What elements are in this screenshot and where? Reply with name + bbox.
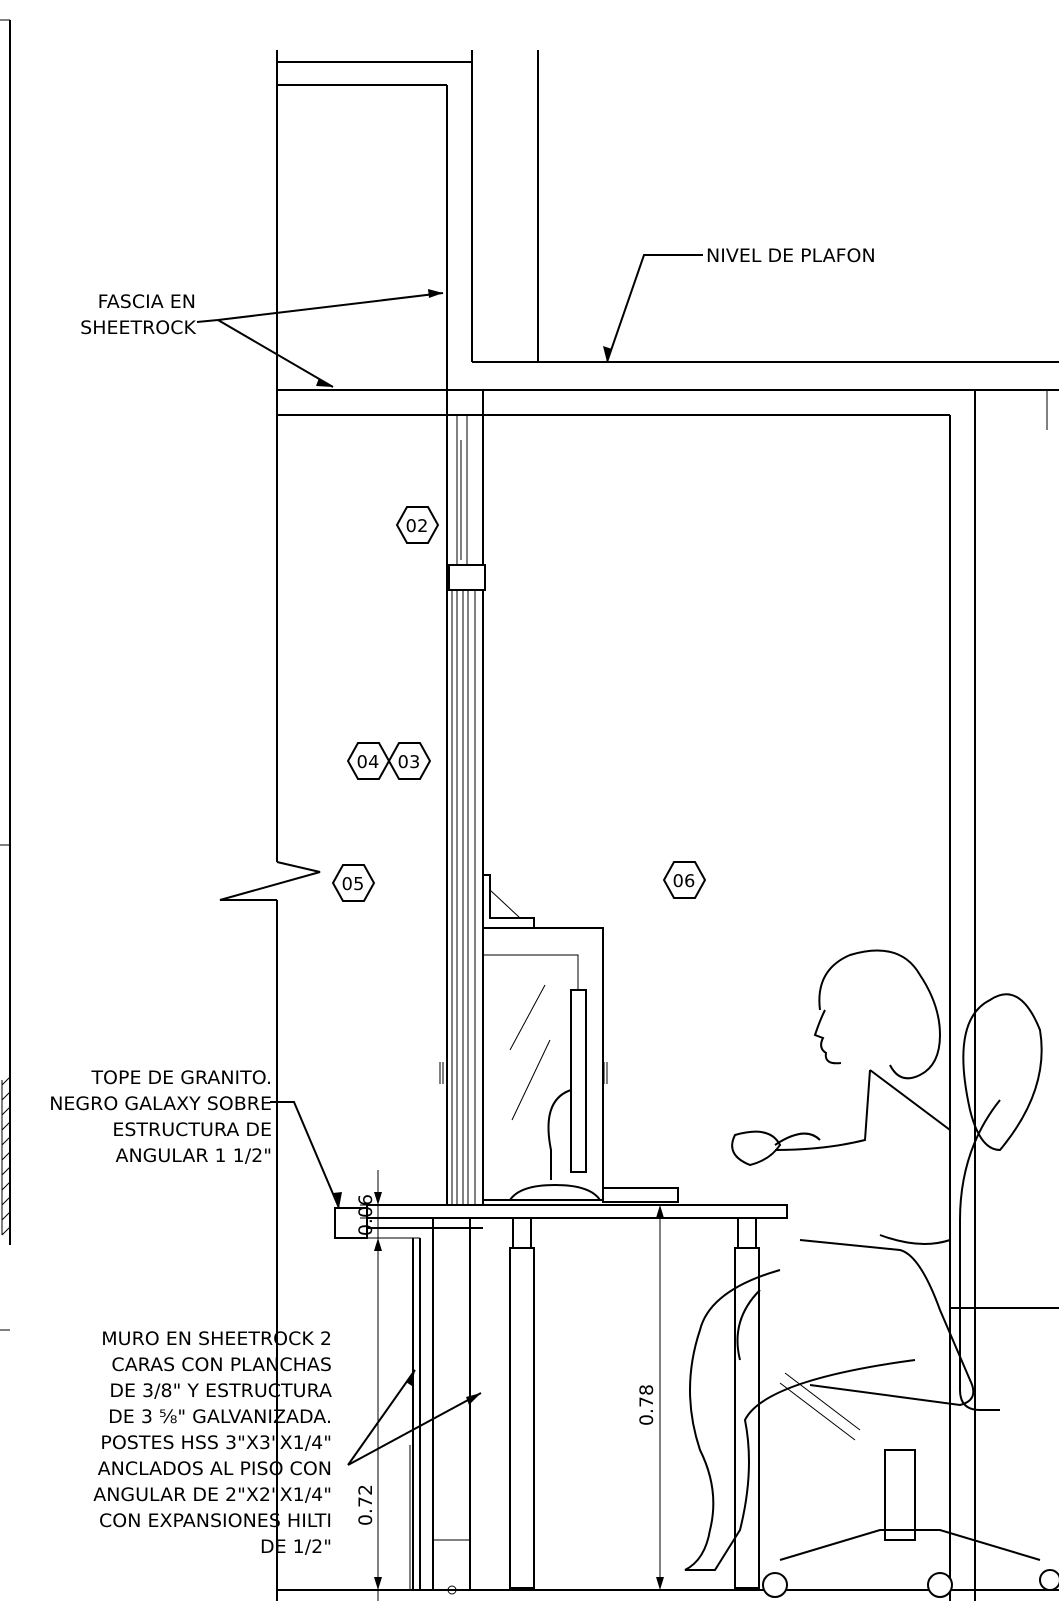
hex-tag-label: 04 [357,752,380,773]
hex-tag-label: 02 [406,516,429,537]
leader-lines [196,254,703,1466]
label-fascia-line-2: SHEETROCK [80,317,196,339]
left-edge [0,19,11,1331]
label-muro-line-3: DE 3/8" Y ESTRUCTURA [109,1380,332,1402]
dimension-0-78: 0.78 [636,1384,658,1426]
label-muro-line-1: MURO EN SHEETROCK 2 [101,1328,332,1350]
seated-person-icon [684,949,951,1571]
hex-tag-06: 06 [662,861,707,899]
hex-tag-05: 05 [331,864,376,902]
label-muro-line-4: DE 3 ⅝" GALVANIZADA. [108,1406,332,1428]
label-muro-line-9: DE 1/2" [260,1536,332,1558]
hex-tag-label: 05 [342,874,365,895]
label-muro-line-7: ANGULAR DE 2"X2"X1/4" [93,1484,332,1506]
label-muro-line-8: CON EXPANSIONES HILTI [99,1510,332,1532]
label-nivel-de-plafon: NIVEL DE PLAFON [706,245,876,267]
hex-tag-04: 04 [346,742,391,780]
dimension-0-72: 0.72 [355,1484,377,1526]
monitor-icon [482,874,679,1203]
dimension-0-06: 0.06 [355,1194,377,1236]
label-tope-line-3: ESTRUCTURA DE [112,1119,272,1141]
label-tope-line-2: NEGRO GALAXY SOBRE [49,1093,272,1115]
hex-tag-label: 06 [673,871,696,892]
office-chair-icon [762,993,1059,1598]
dimension-lines [360,1170,664,1601]
ceiling-fascia [276,50,1059,1601]
desk [334,1204,788,1595]
label-fascia-line-1: FASCIA EN [98,291,196,313]
label-tope-line-4: ANGULAR 1 1/2" [115,1145,272,1167]
label-tope-line-1: TOPE DE GRANITO. [90,1067,272,1089]
annotations: NIVEL DE PLAFON FASCIA EN SHEETROCK TOPE… [49,245,876,1558]
label-muro-line-2: CARAS CON PLANCHAS [111,1354,332,1376]
hex-tag-03: 03 [387,742,432,780]
hex-tag-02: 02 [395,506,440,544]
label-muro-line-6: ANCLADOS AL PISO CON [98,1458,332,1480]
label-muro-line-5: POSTES HSS 3"X3"X1/4" [100,1432,332,1454]
hex-tag-label: 03 [398,752,421,773]
